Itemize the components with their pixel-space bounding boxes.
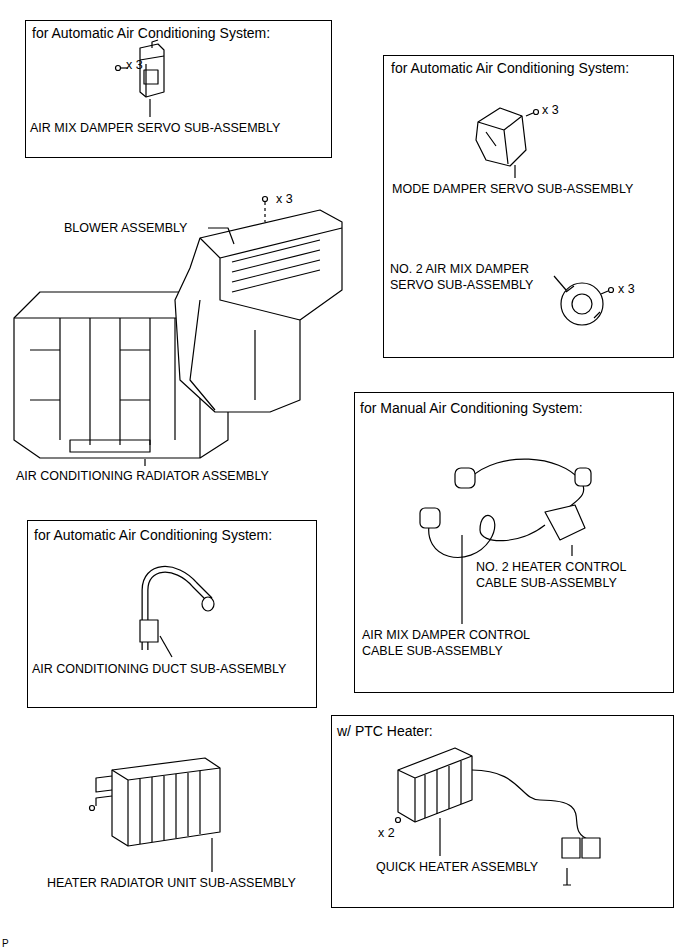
- part-name: AIR CONDITIONING DUCT SUB-ASSEMBLY: [32, 662, 286, 678]
- blower-assembly-figure: [175, 197, 342, 413]
- control-cables-figure: [420, 459, 591, 624]
- variant-panel: for Automatic Air Conditioning System: x …: [25, 20, 332, 158]
- part-name: x 3: [126, 58, 143, 74]
- part-label: x 3: [276, 192, 293, 208]
- variant-panel: for Manual Air Conditioning System: NO. 2…: [354, 392, 674, 693]
- air-mix-servo-figure: [116, 40, 165, 117]
- part-label: HEATER RADIATOR UNIT SUB-ASSEMBLY: [47, 876, 296, 892]
- part-name: NO. 2 AIR MIX DAMPER SERVO SUB-ASSEMBLY: [390, 262, 560, 293]
- part-name: MODE DAMPER SERVO SUB-ASSEMBLY: [392, 182, 633, 198]
- part-name: x 3: [618, 282, 635, 298]
- variant-panel: for Automatic Air Conditioning System: AI…: [27, 520, 317, 708]
- part-name: x 3: [542, 103, 559, 119]
- part-name: NO. 2 HEATER CONTROL CABLE SUB-ASSEMBLY: [476, 560, 656, 591]
- part-label: AIR CONDITIONING RADIATOR ASSEMBLY: [16, 469, 269, 485]
- part-label: P: [2, 938, 9, 951]
- duct-figure: [140, 569, 214, 657]
- heater-radiator-figure: [90, 758, 221, 872]
- panel-heading: for Automatic Air Conditioning System:: [391, 60, 629, 78]
- variant-panel: for Automatic Air Conditioning System: x …: [383, 55, 674, 358]
- no2-air-mix-servo-figure: [554, 276, 614, 325]
- mode-servo-figure: [476, 108, 539, 178]
- panel-heading: w/ PTC Heater:: [337, 723, 433, 741]
- panel-heading: for Automatic Air Conditioning System:: [32, 25, 270, 43]
- part-name: AIR MIX DAMPER SERVO SUB-ASSEMBLY: [30, 121, 280, 137]
- part-name: QUICK HEATER ASSEMBLY: [376, 860, 538, 876]
- part-name: AIR MIX DAMPER CONTROL CABLE SUB-ASSEMBL…: [362, 628, 557, 659]
- panel-heading: for Manual Air Conditioning System:: [360, 400, 583, 418]
- panel-heading: for Automatic Air Conditioning System:: [34, 527, 272, 545]
- part-name: x 2: [378, 826, 395, 842]
- part-label: BLOWER ASSEMBLY: [64, 221, 187, 237]
- variant-panel: w/ PTC Heater: x 2 QUICK HEATER ASSEMBLY: [331, 715, 674, 908]
